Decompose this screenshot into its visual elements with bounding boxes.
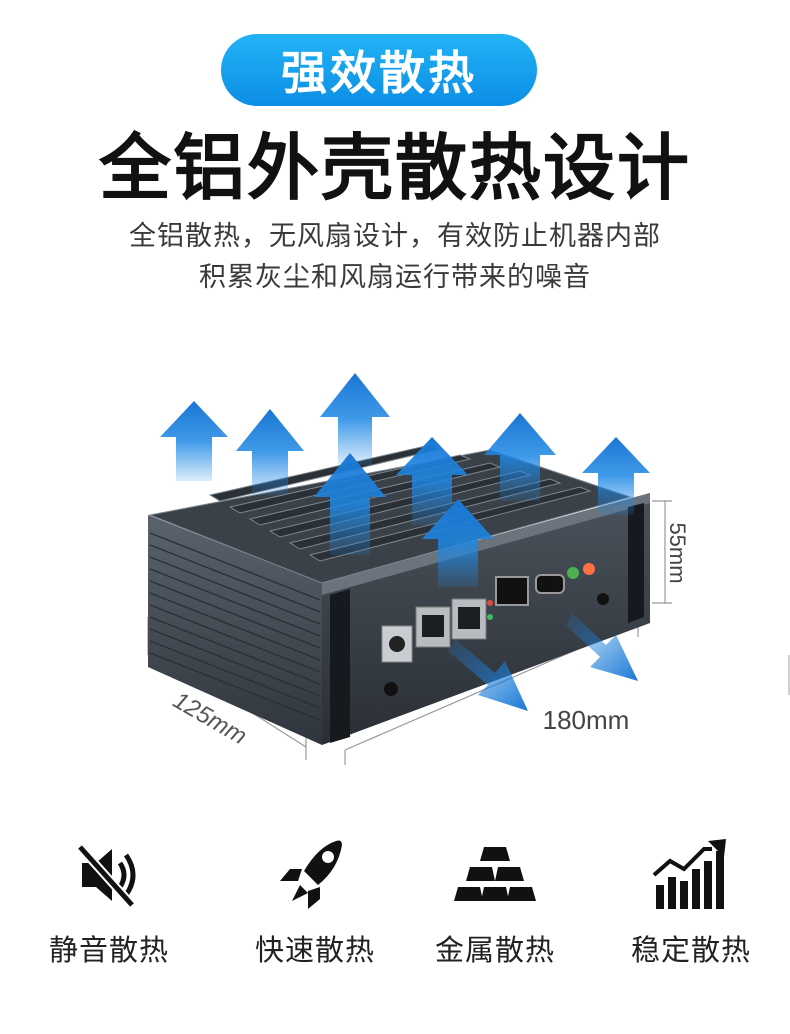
description-line-2: 积累灰尘和风扇运行带来的噪音 [199, 262, 591, 293]
feature-row: 静音散热 快速散热 金属散热 [0, 835, 790, 975]
case-side-panel [148, 515, 322, 745]
mute-speaker-icon [76, 843, 136, 909]
airflow-arrows-up [160, 373, 650, 587]
feature-metal: 金属散热 [400, 835, 590, 975]
mini-pc-illustration: 55mm 125mm 180mm [147, 373, 690, 765]
feature-stable: 稳定散热 [596, 835, 786, 975]
airflow-arrows-out [448, 613, 638, 711]
edge-divider [788, 655, 790, 695]
description-line-1: 全铝散热，无风扇设计，有效防止机器内部 [129, 221, 661, 252]
io-ports [381, 563, 609, 696]
badge-label: 强效散热 [281, 46, 477, 100]
feature-label: 金属散热 [434, 933, 555, 967]
feature-label: 稳定散热 [630, 933, 751, 967]
headline: 全铝外壳散热设计 [98, 126, 691, 210]
section-badge: 强效散热 [221, 34, 537, 106]
rocket-icon [280, 840, 342, 909]
feature-label: 快速散热 [254, 933, 375, 967]
feature-label: 静音散热 [48, 933, 169, 967]
feature-silent: 静音散热 [14, 835, 204, 975]
gold-bars-icon [454, 847, 536, 901]
height-dimension: 55mm [665, 522, 690, 583]
feature-fast: 快速散热 [220, 835, 410, 975]
growth-chart-icon [652, 839, 726, 909]
width-dimension: 180mm [543, 705, 630, 735]
